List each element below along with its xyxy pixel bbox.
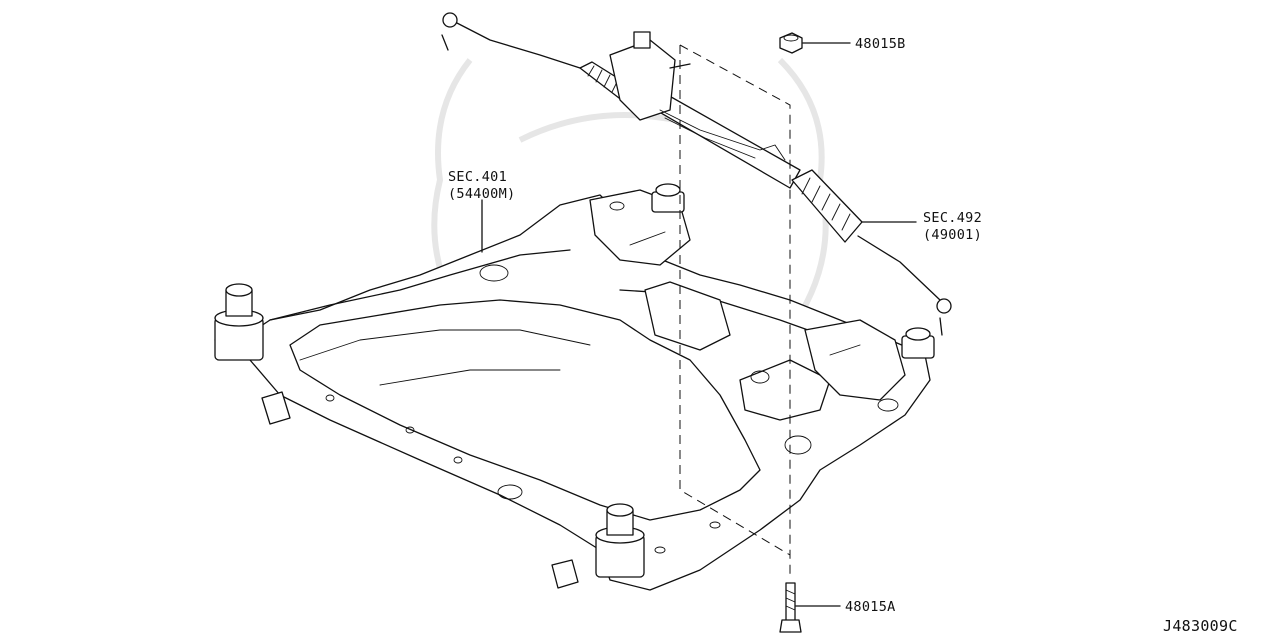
steering-gear-assembly	[441, 12, 952, 336]
diagram-code: J483009C	[1163, 617, 1238, 635]
front-left-mount-bushing	[214, 283, 264, 361]
front-suspension-member	[214, 189, 931, 591]
installation-guide-lines	[679, 44, 791, 575]
label-member-section: SEC.401	[448, 169, 507, 185]
label-gear-part: (49001)	[923, 227, 982, 243]
label-nut: 48015B	[855, 36, 906, 52]
label-member-part: (54400M)	[448, 186, 515, 202]
nut-48015b	[779, 32, 851, 54]
rear-upper-mount	[651, 183, 685, 213]
label-bolt: 48015A	[845, 599, 896, 615]
right-upper-mount	[901, 327, 935, 359]
rear-left-mount-bushing	[595, 503, 645, 578]
bolt-48015a	[779, 582, 841, 633]
label-gear-section: SEC.492	[923, 210, 982, 226]
